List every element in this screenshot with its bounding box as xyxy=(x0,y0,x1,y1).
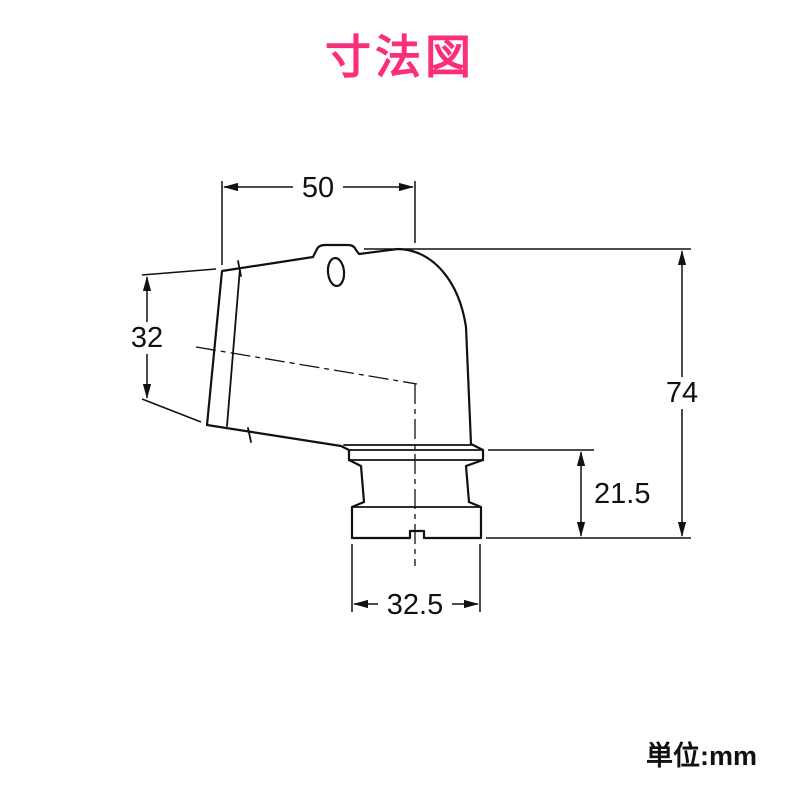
socket-tick-top xyxy=(237,260,242,277)
dimension-barb-height: 21.5 xyxy=(488,449,650,537)
label-background xyxy=(378,589,452,619)
extension-line xyxy=(141,268,217,276)
elbow-drawing xyxy=(195,243,485,566)
socket-tick-bottom xyxy=(247,427,252,443)
dimension-label-overall-height: 74 xyxy=(666,377,698,409)
dimension-label-top-width: 50 xyxy=(302,172,334,204)
dimension-label-outlet-width: 32.5 xyxy=(387,589,443,621)
mounting-hole xyxy=(326,256,346,288)
label-background xyxy=(123,322,171,354)
page-title: 寸法図 xyxy=(325,31,475,83)
dimension-top-width: 50 xyxy=(221,172,416,265)
dimension-label-barb-height: 21.5 xyxy=(594,478,650,510)
extension-line xyxy=(141,398,202,423)
dimension-overall-height: 74 xyxy=(364,248,707,539)
dimension-label-inlet-diameter: 32 xyxy=(131,322,163,354)
dimension-outlet-width: 32.5 xyxy=(351,544,481,621)
unit-label: 単位:mm xyxy=(646,740,757,771)
inlet-centerline xyxy=(195,346,418,385)
elbow-outline xyxy=(205,243,485,540)
label-background xyxy=(657,377,707,409)
socket-ring-line xyxy=(226,267,241,427)
label-background xyxy=(293,172,343,202)
dimension-inlet-diameter: 32 xyxy=(123,268,217,423)
